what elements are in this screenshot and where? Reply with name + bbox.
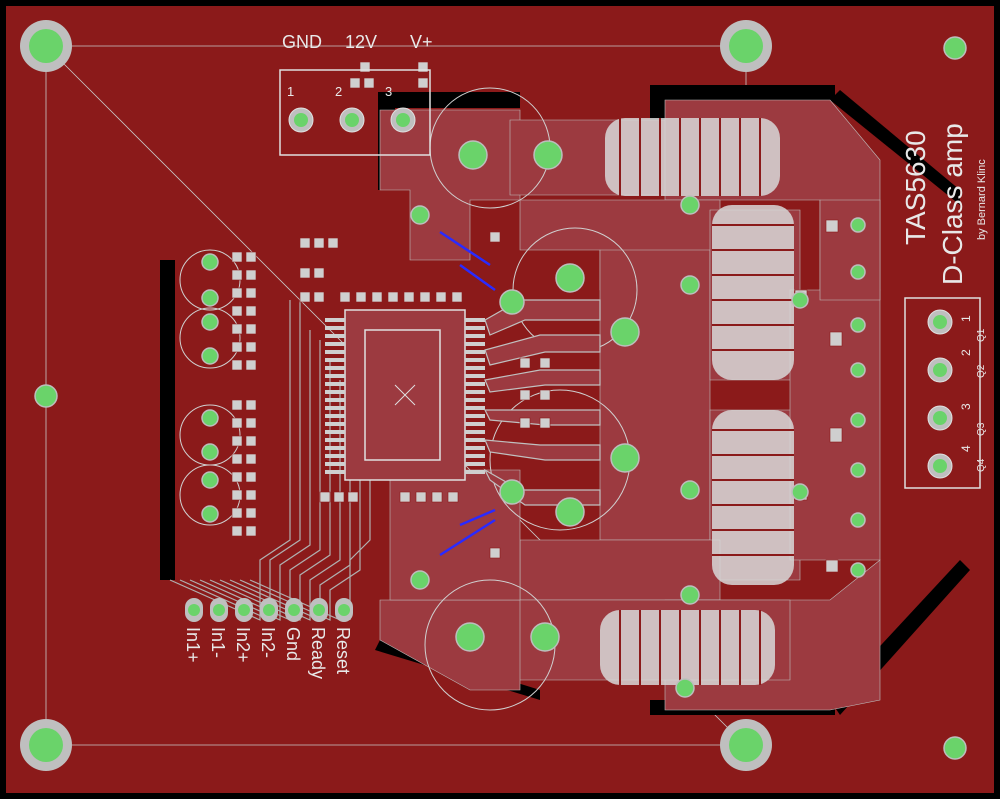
output-pin-3: 3: [959, 403, 973, 410]
mounting-holes: [20, 20, 772, 771]
isolation-channel: [650, 85, 835, 190]
isolation-channel: [830, 90, 960, 205]
output-label-q4: Q4: [976, 458, 987, 472]
inductor-coils: [600, 118, 794, 685]
smd-components: [231, 61, 843, 573]
header-pin-gnd: Gnd: [283, 627, 303, 661]
board-author: by Bernard Klinc: [976, 159, 988, 240]
ic-pins-left: [325, 318, 345, 474]
header-pin-in1-minus: In1-: [208, 627, 228, 658]
bottom-layer-traces: [439, 230, 496, 557]
mounting-hole-bottom-right: [720, 719, 772, 771]
output-pin-1: 1: [959, 315, 973, 322]
main-ic: [344, 309, 466, 481]
output-label-q2: Q2: [976, 364, 987, 378]
power-pin-1: 1: [287, 84, 294, 99]
output-label-q1: Q1: [976, 328, 987, 342]
header-pin-in2-minus: In2-: [258, 627, 278, 658]
inductor-l1: [605, 118, 780, 196]
header-pin-in2-plus: In2+: [233, 627, 253, 663]
board-subtitle: D-Class amp: [937, 123, 968, 285]
isolation-channel: [160, 260, 175, 580]
ic-pins-right: [465, 318, 485, 474]
power-pin-3: 3: [385, 84, 392, 99]
mounting-hole-top-left: [20, 20, 72, 72]
header-pin-ready: Ready: [308, 627, 328, 679]
power-pin-2: 2: [335, 84, 342, 99]
power-connector: [279, 69, 431, 156]
mounting-hole-bottom-left: [20, 719, 72, 771]
board-title: TAS5630: [900, 130, 931, 245]
inductor-l2: [712, 205, 794, 380]
header-pin-reset: Reset: [333, 627, 353, 674]
vias: [34, 36, 967, 760]
output-connector: [904, 297, 981, 489]
header-pin-in1-plus: In1+: [183, 627, 203, 663]
output-label-q3: Q3: [976, 422, 987, 436]
signal-header: [185, 598, 353, 622]
output-pin-4: 4: [959, 445, 973, 452]
output-pin-2: 2: [959, 349, 973, 356]
power-label-12v: 12V: [345, 32, 377, 52]
inductor-l4: [600, 610, 775, 685]
mounting-hole-top-right: [720, 20, 772, 72]
inductor-l3: [712, 410, 794, 585]
power-label-vplus: V+: [410, 32, 433, 52]
inductor-windings: [619, 118, 794, 685]
power-label-gnd: GND: [282, 32, 322, 52]
